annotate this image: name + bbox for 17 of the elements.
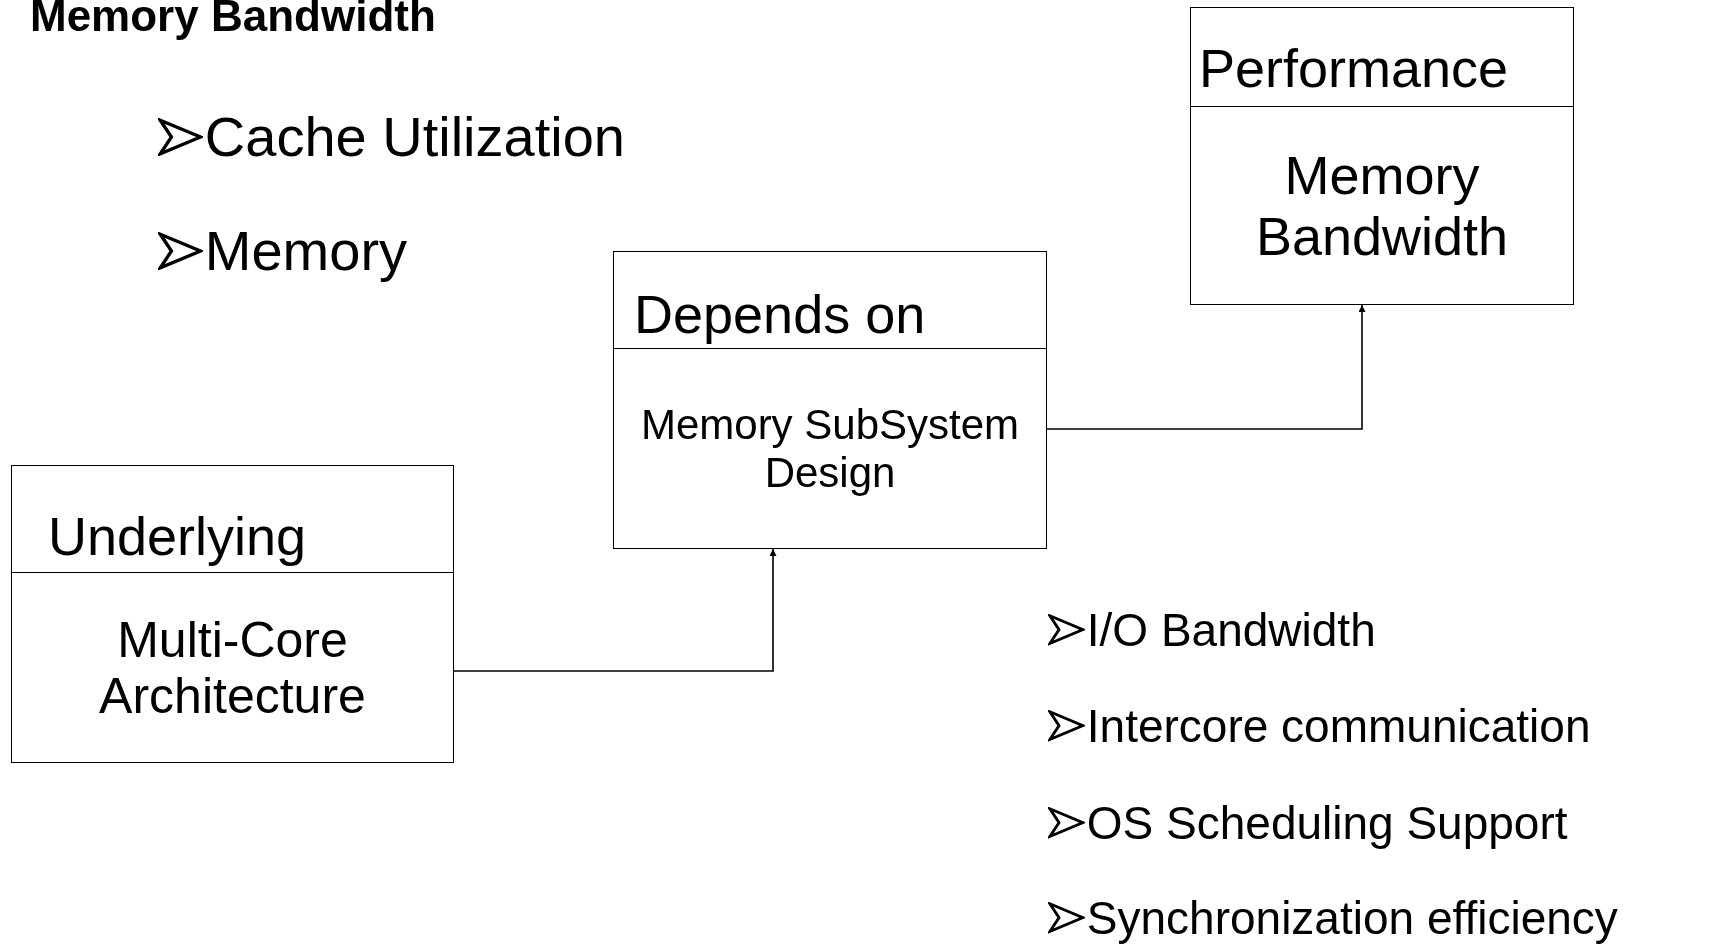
box-heading: Depends on [634,283,926,344]
connector-arrow [1046,304,1366,430]
box-text: Memory Bandwidth [1254,145,1510,266]
bullet-text: Intercore communication [1086,699,1591,753]
box-heading: Performance [1199,37,1509,98]
connector-arrow [453,548,777,672]
class-box [11,465,454,763]
bullet-text: I/O Bandwidth [1086,603,1376,657]
class-box [613,251,1047,549]
class-box [1190,7,1574,305]
box-text: Memory SubSystem Design [639,401,1021,496]
bullet-text: OS Scheduling Support [1086,796,1568,850]
box-text: Multi-Core Architecture [98,611,367,724]
bullet-text: Synchronization efficiency [1086,891,1618,945]
bullet-text: Cache Utilization [204,104,625,170]
bullet-text: Memory [204,218,408,284]
box-heading: Underlying [48,505,307,566]
